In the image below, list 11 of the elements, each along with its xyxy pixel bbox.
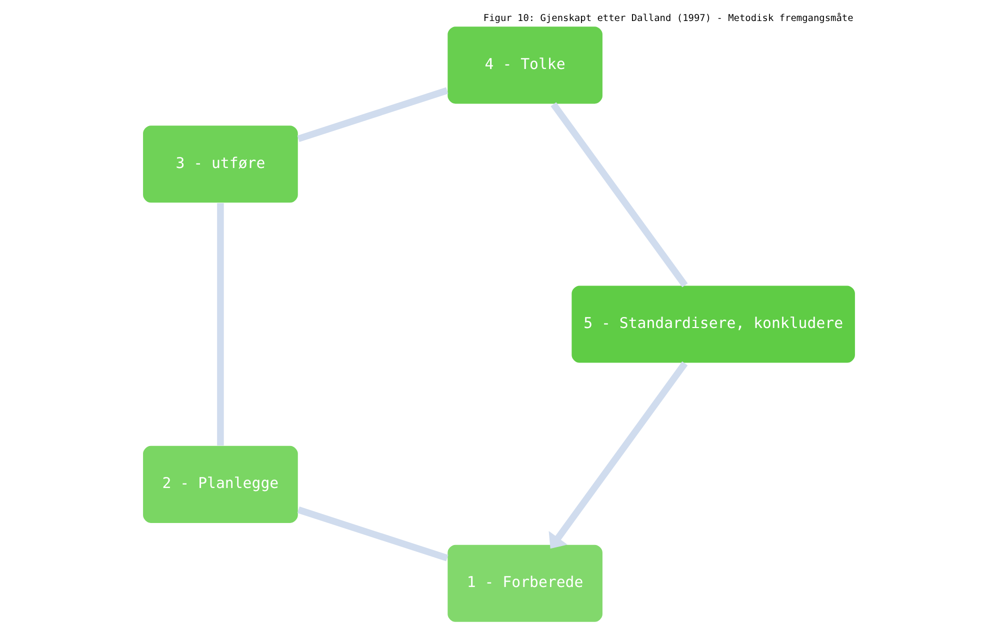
node-box: 2 - Planlegge: [142, 445, 298, 524]
connector: [296, 506, 448, 562]
connector: [216, 203, 224, 446]
connector: [296, 87, 448, 142]
caption: Figur 10: Gjenskapt etter Dalland (1997) - Metodisk fremgangsmåte: [482, 13, 853, 24]
connector: [550, 102, 688, 288]
node-box: 3 - utføre: [142, 124, 298, 204]
node-box: 4 - Tolke: [446, 26, 603, 104]
node-box: 5 - Standardisere, konkludere: [570, 285, 856, 364]
node-box: 1 - Forberede: [446, 544, 603, 623]
arrow: [548, 361, 688, 549]
